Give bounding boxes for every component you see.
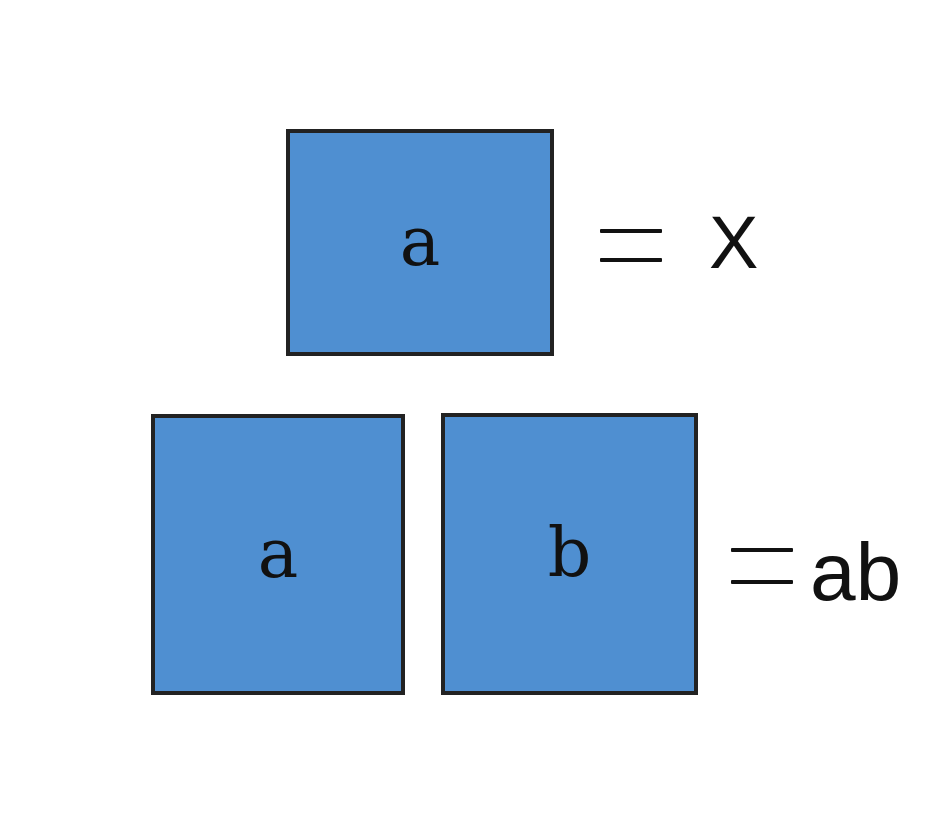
box-b-bottom-label: b xyxy=(547,514,592,593)
equals-sign-top-bar-upper xyxy=(600,229,662,233)
box-a-top: a xyxy=(286,129,554,356)
equals-sign-bottom-bar-upper xyxy=(731,548,793,552)
result-x: X xyxy=(709,201,759,284)
box-a-bottom-label: a xyxy=(257,514,299,594)
equals-sign-top xyxy=(600,229,662,262)
box-a-bottom: a xyxy=(151,414,405,695)
equals-sign-top-bar-lower xyxy=(600,258,662,262)
equals-sign-bottom-bar-lower xyxy=(731,580,793,584)
equals-sign-bottom xyxy=(731,548,793,584)
box-a-top-label: a xyxy=(399,202,441,282)
result-ab: ab xyxy=(810,527,902,618)
box-b-bottom: b xyxy=(441,413,698,695)
